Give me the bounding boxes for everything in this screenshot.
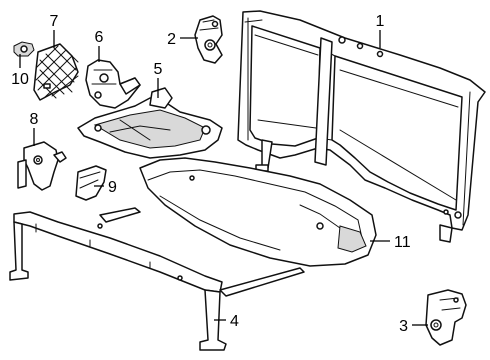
callout-10: 10 <box>11 71 29 88</box>
seat-frame <box>9 207 305 351</box>
callout-4: 4 <box>230 313 239 330</box>
seat-latch-frame <box>77 87 223 159</box>
callout-1: 1 <box>376 13 385 30</box>
callout-3: 3 <box>399 318 408 335</box>
callout-7: 7 <box>50 13 59 30</box>
hinge-bracket-lower <box>425 289 467 346</box>
small-clip <box>13 41 35 57</box>
leader-lines <box>19 30 428 326</box>
seat-back-frame <box>237 10 486 243</box>
callout-9: 9 <box>108 179 117 196</box>
hinge-bracket-top <box>194 15 223 64</box>
slotted-bracket <box>85 59 141 109</box>
callout-11: 11 <box>394 234 411 251</box>
mesh-trim-cover <box>33 43 79 101</box>
callout-2: 2 <box>167 31 176 48</box>
callout-6: 6 <box>95 29 104 46</box>
callout-8: 8 <box>30 111 39 128</box>
callout-5: 5 <box>154 61 163 78</box>
seat-cushion <box>139 157 377 267</box>
pivot-bracket <box>17 141 67 191</box>
callout-labels: 1 2 3 4 5 6 7 8 9 10 11 <box>11 13 411 335</box>
side-cover <box>75 165 107 201</box>
